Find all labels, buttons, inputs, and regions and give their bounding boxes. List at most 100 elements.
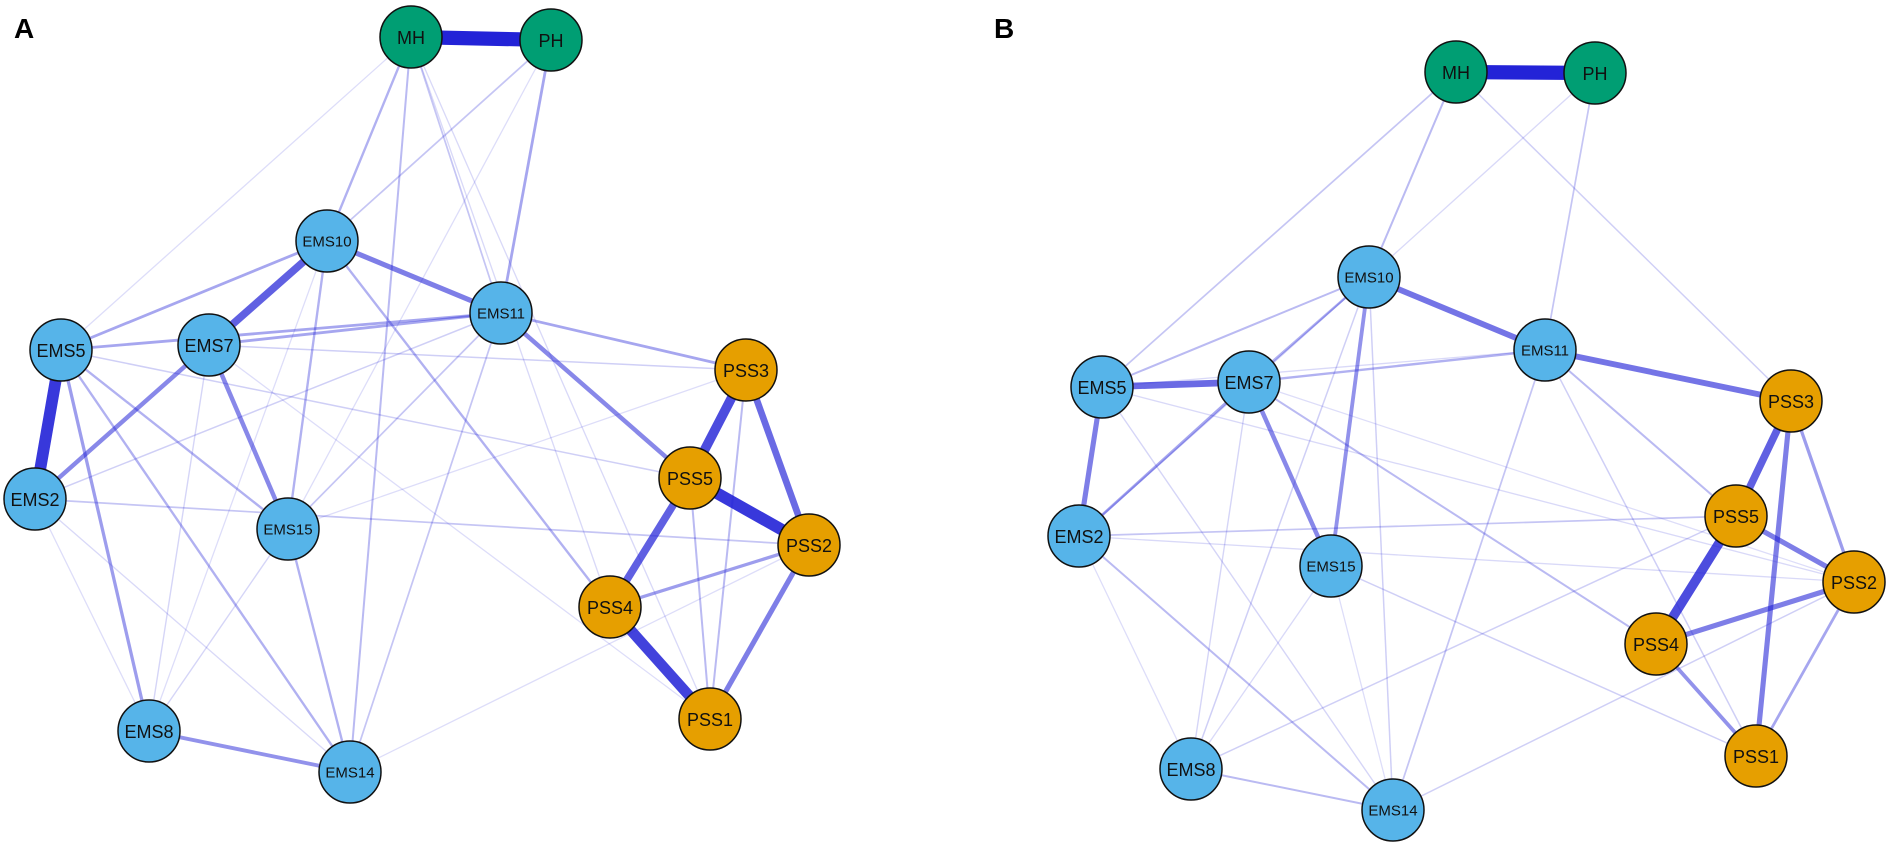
node-ems7: EMS7 — [1217, 350, 1281, 414]
node-circle — [1624, 612, 1688, 676]
node-circle — [1759, 369, 1823, 433]
edge-pss3-pss2 — [1789, 400, 1856, 583]
node-label: EMS2 — [10, 490, 59, 510]
edge-ems7-pss2 — [1248, 381, 1855, 583]
node-ems2: EMS2 — [1047, 504, 1111, 568]
node-circle — [177, 313, 241, 377]
edge-ems8-ems14 — [1190, 768, 1394, 811]
node-label: EMS7 — [184, 336, 233, 356]
node-label: EMS11 — [477, 306, 525, 323]
node-ems8: EMS8 — [117, 699, 181, 763]
edge-pss2-pss1 — [707, 543, 812, 721]
node-pss1: PSS1 — [1724, 724, 1788, 788]
node-pss1: PSS1 — [678, 687, 742, 751]
node-label: EMS8 — [1166, 760, 1215, 780]
node-label: PH — [1582, 64, 1607, 84]
node-circle — [777, 513, 841, 577]
panel-b-edges — [1076, 64, 1856, 811]
edge-ems8-ems10 — [1190, 276, 1370, 770]
panel-b-label: B — [994, 13, 1014, 44]
edge-ems15-ems14 — [286, 528, 352, 773]
node-pss4: PSS4 — [1624, 612, 1688, 676]
edge-ems5-pss2 — [1101, 386, 1855, 583]
edge-ems11-pss3 — [500, 311, 747, 372]
edge-ems11-ems14 — [349, 312, 502, 773]
edge-ems11-ems14 — [1392, 349, 1546, 811]
edge-mh-ems5 — [60, 36, 412, 351]
edge-ems10-ems11 — [1367, 274, 1547, 353]
edge-ems2-pss2 — [1078, 535, 1855, 583]
edge-ems14-pss2 — [1392, 581, 1855, 811]
node-label: PSS4 — [1633, 635, 1679, 655]
node-label: EMS5 — [1077, 378, 1126, 398]
panel-a-edges — [29, 29, 813, 774]
node-circle — [1159, 737, 1223, 801]
edge-ems5-ems11 — [60, 311, 502, 352]
node-ems5: EMS5 — [1070, 355, 1134, 419]
node-ems10: EMS10 — [295, 209, 359, 273]
edge-ems7-ems8 — [1190, 381, 1250, 770]
edge-ems2-pss5 — [1078, 515, 1737, 537]
edge-ems7-pss3 — [208, 344, 747, 371]
edge-ph-ems11 — [499, 39, 553, 314]
edge-ems15-ems8 — [148, 528, 289, 732]
edge-ems5-ems15 — [60, 349, 289, 530]
node-ems14: EMS14 — [1361, 778, 1425, 842]
edge-ems5-ems14 — [60, 349, 351, 773]
edge-ems2-pss2 — [34, 498, 810, 546]
node-label: PSS1 — [1733, 747, 1779, 767]
edge-ems5-ems10 — [60, 239, 328, 352]
node-label: PH — [538, 31, 563, 51]
node-circle — [658, 446, 722, 510]
edge-ems2-ems8 — [34, 498, 150, 732]
edge-ems8-pss5 — [1190, 515, 1737, 770]
edge-mh-ems10 — [1368, 71, 1457, 278]
node-pss5: PSS5 — [1704, 484, 1768, 548]
edge-ems10-pss4 — [326, 240, 611, 608]
node-pss3: PSS3 — [1759, 369, 1823, 433]
node-circle — [1724, 724, 1788, 788]
edge-ems2-ems14 — [34, 498, 351, 773]
edge-ems7-ems15 — [1246, 381, 1334, 567]
node-ems2: EMS2 — [3, 467, 67, 531]
node-circle — [678, 687, 742, 751]
node-pss4: PSS4 — [578, 575, 642, 639]
node-circle — [1070, 355, 1134, 419]
node-pss2: PSS2 — [777, 513, 841, 577]
edge-mh-ems10 — [325, 36, 413, 242]
edge-ems10-ems15 — [1329, 276, 1371, 567]
edge-ems15-pss3 — [287, 369, 747, 530]
node-ems15: EMS15 — [256, 497, 320, 561]
edge-ems2-ems14 — [1078, 535, 1394, 811]
node-ems14: EMS14 — [318, 740, 382, 804]
edge-ems15-pss1 — [1330, 565, 1757, 757]
edge-mh-ems14 — [348, 36, 413, 773]
node-pss3: PSS3 — [714, 338, 778, 402]
node-label: PSS3 — [1768, 392, 1814, 412]
node-ph: PH — [1563, 41, 1627, 105]
node-circle — [1217, 350, 1281, 414]
node-label: PSS2 — [786, 536, 832, 556]
edge-ph-ems10 — [1368, 72, 1596, 278]
node-label: PSS5 — [667, 469, 713, 489]
edge-ems11-pss5 — [1544, 349, 1737, 517]
node-ems8: EMS8 — [1159, 737, 1223, 801]
node-circle — [1822, 550, 1886, 614]
node-ems11: EMS11 — [469, 281, 533, 345]
node-ems15: EMS15 — [1299, 534, 1363, 598]
node-circle — [1513, 318, 1577, 382]
node-label: PSS4 — [587, 598, 633, 618]
node-circle — [379, 5, 443, 69]
node-pss5: PSS5 — [658, 446, 722, 510]
node-circle — [117, 699, 181, 763]
edge-ems7-pss4 — [1248, 381, 1657, 645]
edge-ems7-ems11 — [208, 311, 502, 347]
node-label: EMS10 — [1344, 270, 1393, 287]
edge-pss4-pss2 — [609, 543, 810, 609]
node-label: PSS3 — [723, 361, 769, 381]
